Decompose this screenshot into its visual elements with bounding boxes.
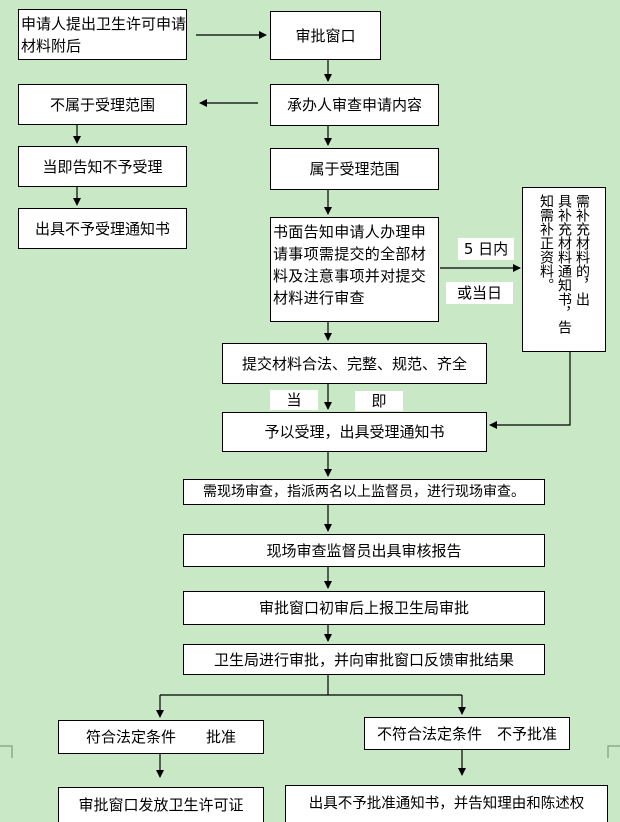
notify-reject-text: 当即告知不予受理 (42, 157, 163, 176)
notify-reject-box: 当即告知不予受理 (18, 146, 187, 187)
issue-license-box: 审批窗口发放卫生许可证 (58, 787, 264, 822)
in-scope-text: 属于受理范围 (309, 160, 400, 178)
onsite-report-box: 现场审查监督员出具审核报告 (183, 534, 545, 567)
issue-license-text: 审批窗口发放卫生许可证 (78, 796, 244, 814)
applicant-box: 申请人提出卫生许可申请材料附后 (18, 9, 187, 60)
window-text: 审批窗口 (295, 26, 356, 45)
ji-text: 即 (371, 392, 387, 410)
written-notice-box: 书面告知申请人办理申请事项需提交的全部材料及注意事项并对提交材料进行审查 (270, 217, 439, 322)
onsite-report-text: 现场审查监督员出具审核报告 (266, 541, 462, 560)
corner-mark-right (607, 745, 620, 758)
disapprove-notice-box: 出具不予批准通知书，并告知理由和陈述权 (285, 785, 608, 822)
dang-text: 当 (286, 391, 302, 409)
written-notice-text: 书面告知申请人办理申请事项需提交的全部材料及注意事项并对提交材料进行审查 (273, 223, 427, 307)
reject-notice-box: 出具不予受理通知书 (18, 208, 187, 249)
supplement-col-2: 具补充材料通知书，告 (556, 194, 572, 334)
review-text: 承办人审查申请内容 (286, 96, 422, 114)
dang-label: 当 (270, 390, 318, 410)
applicant-text: 申请人提出卫生许可申请材料附后 (21, 14, 187, 55)
supplement-col-3: 知需补正资料。 (538, 194, 554, 292)
bureau-box: 卫生局进行审批，并向审批窗口反馈审批结果 (183, 644, 545, 675)
not-in-scope-text: 不属于受理范围 (49, 95, 155, 114)
accept-box: 予以受理，出具受理通知书 (222, 412, 487, 452)
materials-ok-box: 提交材料合法、完整、规范、齐全 (222, 343, 487, 384)
bureau-text: 卫生局进行审批，并向审批窗口反馈审批结果 (213, 650, 514, 669)
supplement-box: 需补充材料的，出 具补充材料通知书，告 知需补正资料。 (522, 187, 606, 352)
five-days-label: 5 日内 (458, 238, 514, 260)
window-box: 审批窗口 (270, 11, 381, 60)
approve-text: 符合法定条件 批准 (85, 728, 236, 746)
five-days-text: 5 日内 (463, 240, 509, 258)
same-day-text: 或当日 (456, 284, 502, 302)
in-scope-box: 属于受理范围 (270, 148, 439, 190)
arrow-supplement-accept (489, 352, 571, 429)
same-day-label: 或当日 (446, 282, 513, 304)
ji-label: 即 (355, 391, 403, 411)
approve-box: 符合法定条件 批准 (58, 720, 264, 754)
materials-ok-text: 提交材料合法、完整、规范、齐全 (241, 354, 467, 373)
first-review-box: 审批窗口初审后上报卫生局审批 (183, 591, 545, 625)
review-box: 承办人审查申请内容 (270, 84, 439, 126)
corner-mark-left (0, 745, 13, 758)
accept-text: 予以受理，出具受理通知书 (264, 423, 445, 441)
onsite-box: 需现场审查，指派两名以上监督员，进行现场审查。 (183, 479, 545, 505)
disapprove-box: 不符合法定条件 不予批准 (364, 717, 570, 750)
reject-notice-text: 出具不予受理通知书 (34, 219, 170, 238)
supplement-col-1: 需补充材料的，出 (574, 194, 590, 306)
disapprove-notice-text: 出具不予批准通知书，并告知理由和陈述权 (308, 796, 585, 812)
disapprove-text: 不符合法定条件 不予批准 (376, 724, 557, 743)
onsite-text: 需现场审查，指派两名以上监督员，进行现场审查。 (203, 484, 525, 500)
first-review-text: 审批窗口初审后上报卫生局审批 (258, 599, 469, 617)
not-in-scope-box: 不属于受理范围 (18, 84, 187, 125)
